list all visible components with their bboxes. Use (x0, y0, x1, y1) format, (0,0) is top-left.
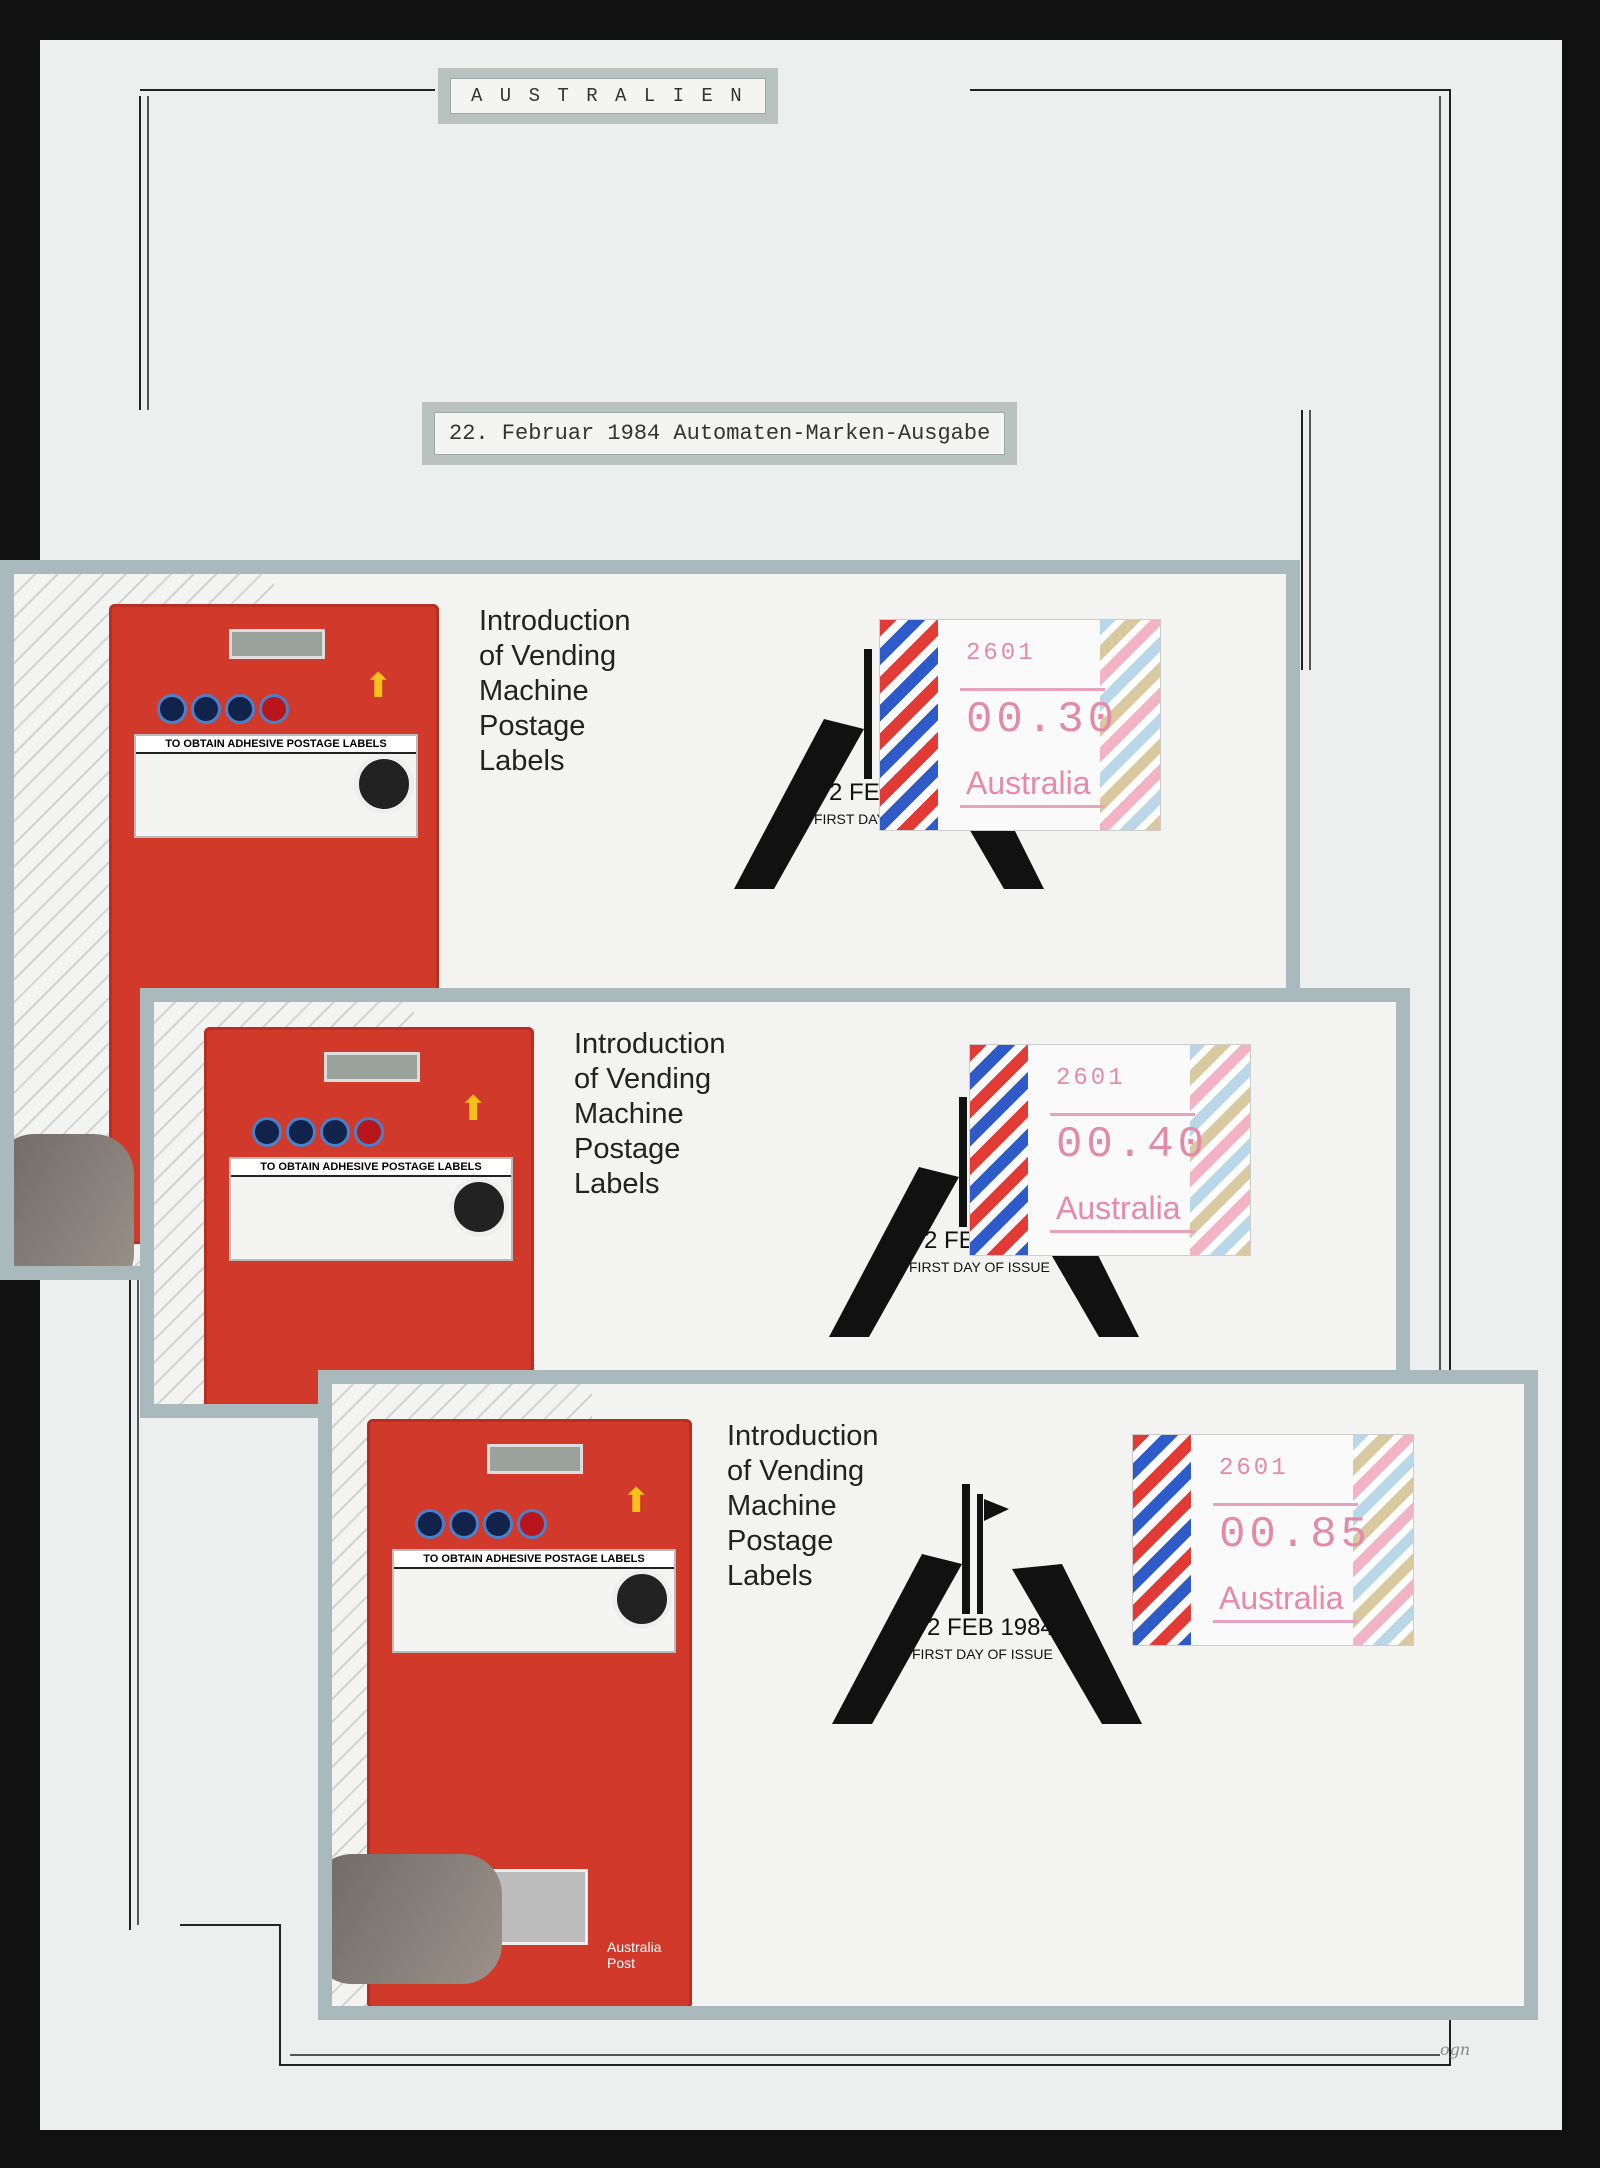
hand-photo (332, 1854, 502, 1984)
title-line: Introduction (727, 1420, 879, 1452)
up-arrow-icon: ⬆ (622, 1482, 651, 1520)
vending-stamp-85c: 2601 00.85 Australia (1132, 1434, 1414, 1646)
pastel-stripes (1100, 620, 1160, 830)
issue-label-text: 22. Februar 1984 Automaten-Marken-Ausgab… (434, 412, 1006, 455)
page-border-lines (129, 89, 1451, 2066)
coin-button-40c (191, 694, 221, 724)
cancel-button (517, 1509, 547, 1539)
stamp-code: 2601 (966, 640, 1036, 667)
stamp-value: 00.85 (1219, 1510, 1372, 1560)
title-line: of Vending (479, 640, 617, 672)
title-line: Postage (727, 1525, 834, 1557)
album-page: A U S T R A L I E N 22. Februar 1984 Aut… (0, 40, 1562, 2130)
instruction-panel: TO OBTAIN ADHESIVE POSTAGE LABELS (134, 734, 418, 838)
stamp-code: 2601 (1056, 1065, 1126, 1092)
issue-label: 22. Februar 1984 Automaten-Marken-Ausgab… (422, 402, 1018, 465)
vending-machine-illustration: ⬆ TO OBTAIN ADHESIVE POSTAGE LABELS (204, 1027, 534, 1404)
stamp-rule (1050, 1230, 1195, 1233)
cover-mount-3: ⬆ TO OBTAIN ADHESIVE POSTAGE LABELS Aust… (318, 1370, 1538, 2020)
selector-dial (354, 754, 414, 814)
stamp-rule (1213, 1503, 1358, 1506)
vending-stamp-30c: 2601 00.30 Australia (879, 619, 1161, 831)
coin-button-85c (320, 1117, 350, 1147)
pastel-stripes (1190, 1045, 1250, 1255)
instruction-heading: TO OBTAIN ADHESIVE POSTAGE LABELS (231, 1159, 511, 1177)
stamp-value: 00.30 (966, 695, 1119, 745)
pastel-stripes (1353, 1435, 1413, 1645)
stamp-rule (960, 688, 1105, 691)
australia-post-logo: Australia Post (607, 1939, 662, 1971)
first-day-cover-2: ⬆ TO OBTAIN ADHESIVE POSTAGE LABELS Intr… (154, 1002, 1396, 1404)
postmark-caption: FIRST DAY OF ISSUE (909, 1259, 1050, 1275)
airmail-stripes (1133, 1435, 1191, 1645)
stamp-code: 2601 (1219, 1455, 1289, 1482)
instruction-heading: TO OBTAIN ADHESIVE POSTAGE LABELS (136, 736, 416, 754)
cancel-button (259, 694, 289, 724)
vending-stamp-40c: 2601 00.40 Australia (969, 1044, 1251, 1256)
up-arrow-icon: ⬆ (459, 1090, 488, 1128)
cover-title: Introduction of Vending Machine Postage … (727, 1419, 879, 1594)
label-slot (487, 1869, 588, 1945)
instruction-panel: TO OBTAIN ADHESIVE POSTAGE LABELS (392, 1549, 676, 1653)
selector-dial (612, 1569, 672, 1629)
stamp-country: Australia (966, 765, 1091, 801)
stamp-rule (1050, 1113, 1195, 1116)
machine-display (229, 629, 325, 659)
machine-display (324, 1052, 420, 1082)
vending-machine-illustration: ⬆ TO OBTAIN ADHESIVE POSTAGE LABELS Aust… (367, 1419, 692, 2006)
title-line: of Vending (574, 1063, 712, 1095)
stamp-country: Australia (1219, 1580, 1344, 1616)
postmark: 2 2 FEB 1984 FIRST DAY OF ISSUE (812, 1474, 1172, 1734)
selector-dial (449, 1177, 509, 1237)
parliament-cancel-graphic (832, 1484, 1142, 1724)
title-line: of Vending (727, 1455, 865, 1487)
coin-button-30c (415, 1509, 445, 1539)
title-line: Introduction (479, 605, 631, 637)
title-line: Postage (479, 710, 586, 742)
cancel-button (354, 1117, 384, 1147)
cover-title: Introduction of Vending Machine Postage … (574, 1027, 726, 1202)
stamp-rule (1213, 1620, 1358, 1623)
coin-button-30c (252, 1117, 282, 1147)
coin-button-85c (225, 694, 255, 724)
airmail-stripes (970, 1045, 1028, 1255)
stamp-value: 00.40 (1056, 1120, 1209, 1170)
postmark-caption: FIRST DAY OF ISSUE (912, 1646, 1053, 1662)
instruction-heading: TO OBTAIN ADHESIVE POSTAGE LABELS (394, 1551, 674, 1569)
title-line: Labels (574, 1168, 660, 1200)
title-line: Machine (574, 1098, 684, 1130)
stamp-rule (960, 805, 1105, 808)
first-day-cover-3: ⬆ TO OBTAIN ADHESIVE POSTAGE LABELS Aust… (332, 1384, 1524, 2006)
stamp-country: Australia (1056, 1190, 1181, 1226)
title-line: Machine (479, 675, 589, 707)
title-line: Machine (727, 1490, 837, 1522)
up-arrow-icon: ⬆ (364, 667, 393, 705)
cover-mount-2: ⬆ TO OBTAIN ADHESIVE POSTAGE LABELS Intr… (140, 988, 1410, 1418)
cover-title: Introduction of Vending Machine Postage … (479, 604, 631, 779)
coin-button-40c (286, 1117, 316, 1147)
country-label-text: A U S T R A L I E N (450, 78, 766, 114)
coin-button-30c (157, 694, 187, 724)
coin-button-85c (483, 1509, 513, 1539)
pencil-note: ogn (1440, 2040, 1471, 2059)
hand-photo (14, 1134, 134, 1266)
machine-display (487, 1444, 583, 1474)
country-label: A U S T R A L I E N (438, 68, 778, 124)
title-line: Postage (574, 1133, 681, 1165)
title-line: Labels (727, 1560, 813, 1592)
coin-button-40c (449, 1509, 479, 1539)
title-line: Introduction (574, 1028, 726, 1060)
postmark-date: 2 2 FEB 1984 (907, 1614, 1054, 1641)
airmail-stripes (880, 620, 938, 830)
title-line: Labels (479, 745, 565, 777)
